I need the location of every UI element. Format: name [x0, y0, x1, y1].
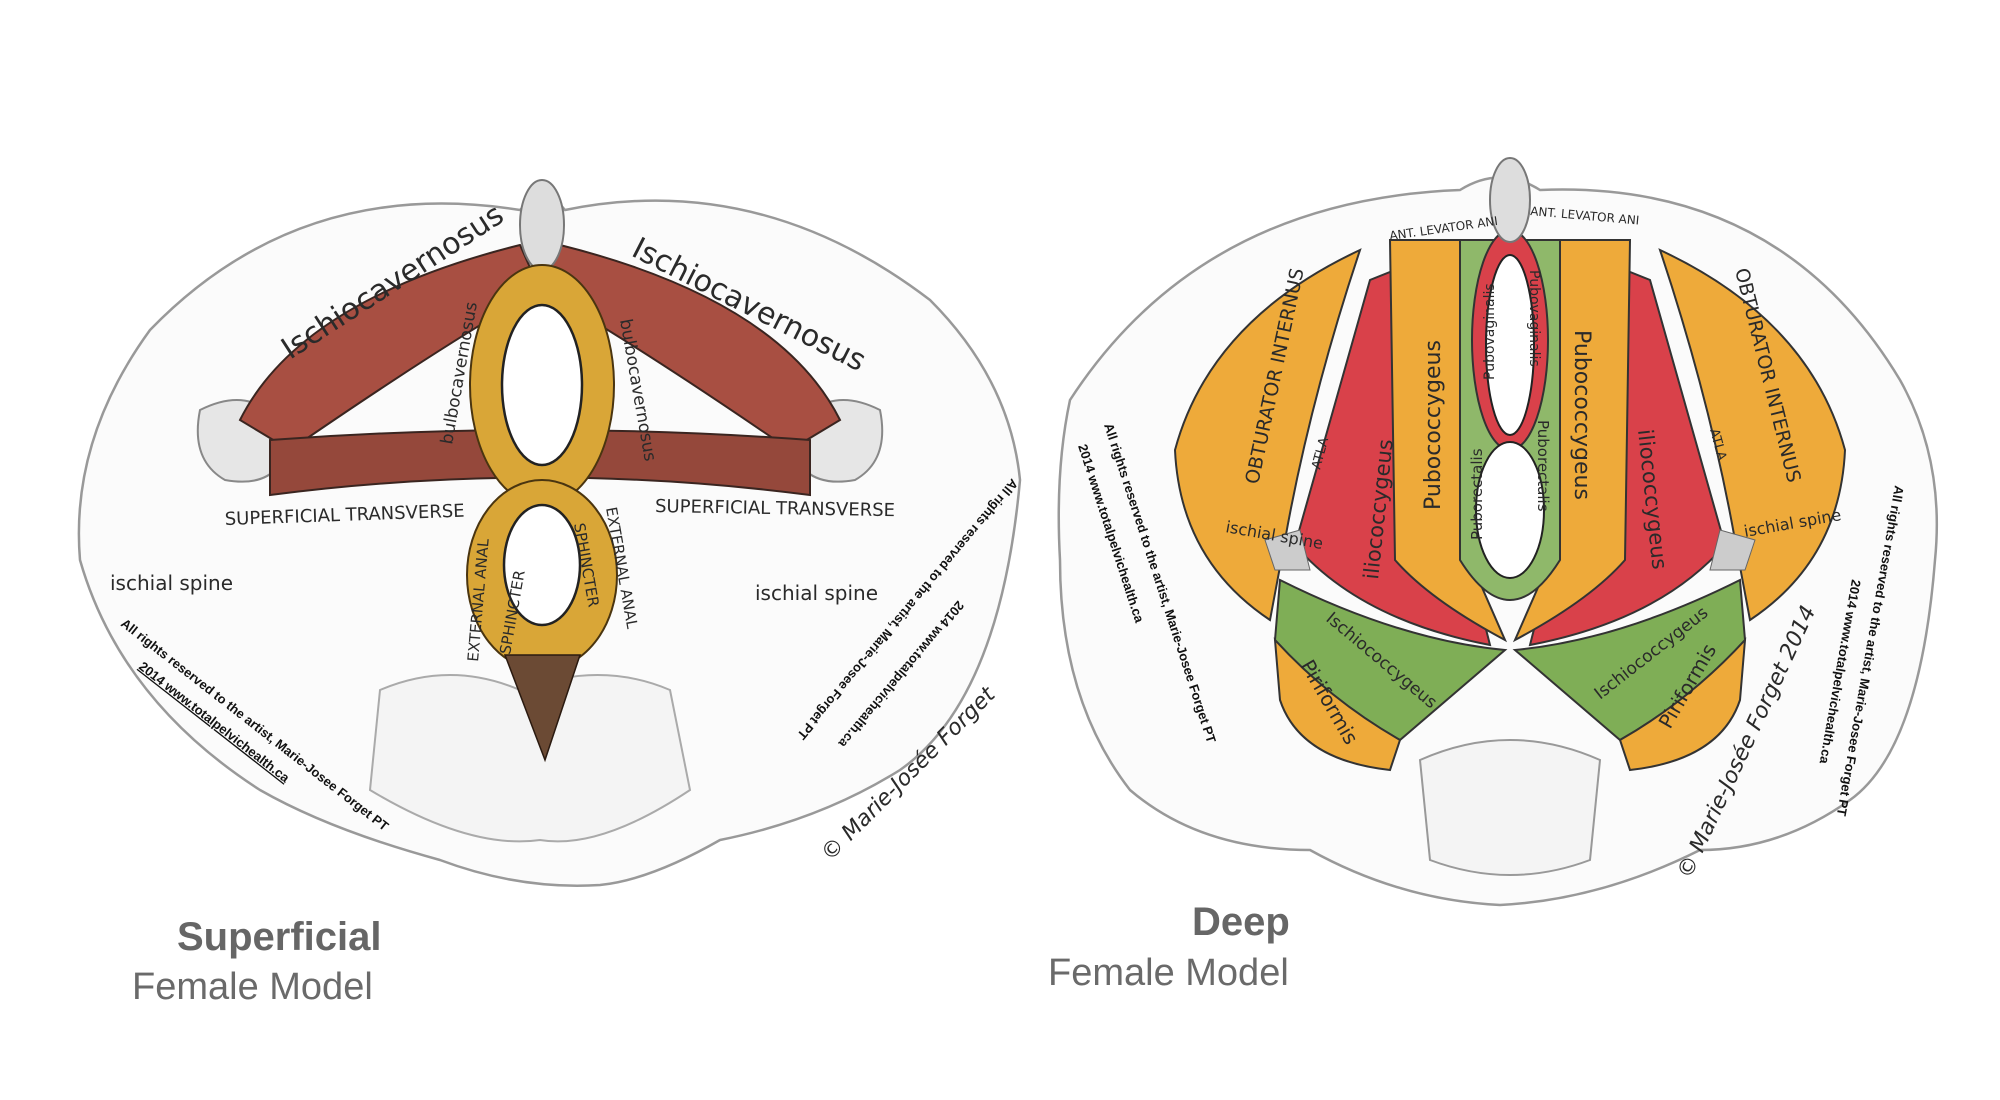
label-ischial-spine-right: ischial spine	[755, 581, 878, 605]
ischial-spine-right-bone	[1709, 529, 1756, 571]
anal-opening	[502, 503, 582, 627]
label-pubococcygeus-left: Pubococcygeus	[1421, 340, 1446, 510]
ischial-spine-left-bone	[1264, 529, 1311, 571]
label-superficial-transverse-right: SUPERFICIAL TRANSVERSE	[655, 496, 895, 521]
piriformis-right-muscle	[1618, 637, 1747, 772]
obturator-internus-left-muscle	[1173, 248, 1362, 622]
clitoris-deep	[1489, 157, 1531, 243]
anococcygeal-body	[503, 654, 582, 763]
vaginal-opening	[500, 303, 584, 467]
label-pubovaginalis-left: Pubovaginalis	[1482, 283, 1498, 380]
superficial-diagram: Ischiocavernosus Ischiocavernosus bulboc…	[77, 179, 1022, 887]
deep-subtitle: Female Model	[1048, 952, 1289, 994]
piriformis-left-muscle	[1273, 637, 1402, 772]
sacrum-outline	[368, 674, 692, 843]
label-pubovaginalis-right: Pubovaginalis	[1526, 270, 1542, 367]
vaginal-opening-deep	[1485, 254, 1535, 436]
label-pubococcygeus-right: Pubococcygeus	[1569, 330, 1594, 500]
label-puborectalis-right: Puborectalis	[1534, 420, 1552, 512]
label-puborectalis-left: Puborectalis	[1468, 448, 1486, 540]
clitoris	[519, 179, 565, 271]
obturator-internus-right-muscle	[1658, 248, 1847, 622]
anal-opening-deep	[1475, 441, 1545, 579]
deep-title: Deep	[1192, 900, 1290, 944]
pubococcygeus-right-muscle	[1512, 239, 1632, 643]
label-ischial-spine-left: ischial spine	[110, 571, 233, 595]
deep-diagram: ANT. LEVATOR ANI ANT. LEVATOR ANI Pubova…	[1057, 157, 1939, 907]
superficial-title: Superficial	[177, 915, 382, 959]
superficial-subtitle: Female Model	[132, 966, 373, 1008]
pubococcygeus-left-muscle	[1388, 239, 1508, 643]
sacrum-deep	[1418, 739, 1602, 876]
